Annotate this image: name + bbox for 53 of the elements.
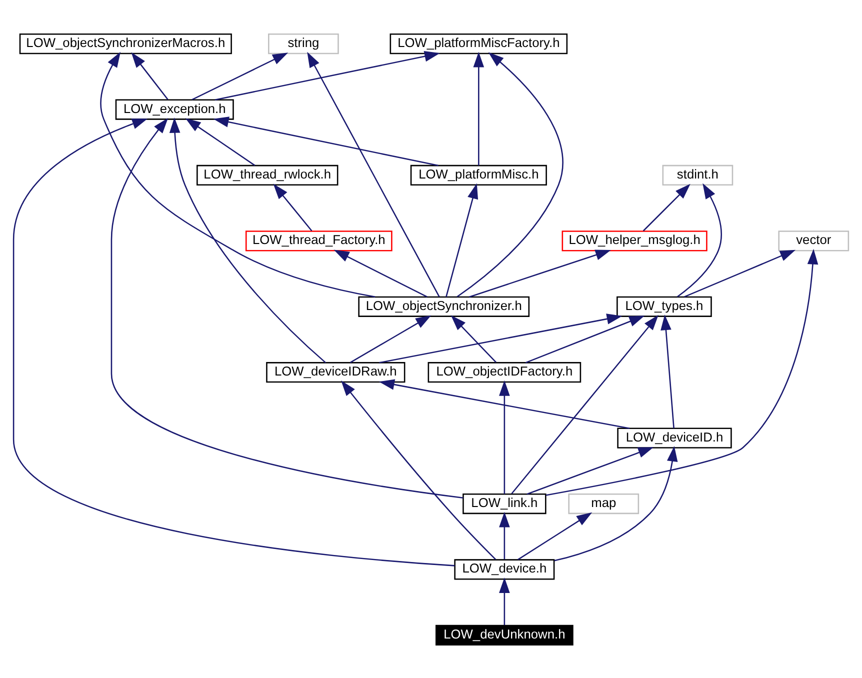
node-box: LOW_platformMiscFactory.h	[390, 33, 568, 54]
arrow	[350, 314, 432, 363]
arrow	[525, 315, 645, 363]
arrow	[131, 52, 168, 100]
node-box: LOW_platformMisc.h	[410, 164, 547, 186]
arrow	[100, 51, 376, 298]
node-box: string	[268, 33, 339, 54]
arrow	[169, 116, 326, 363]
arrow	[185, 118, 256, 166]
arrow	[499, 511, 510, 559]
node-box: LOW_devUnknown.h	[436, 624, 574, 645]
arrow	[378, 378, 630, 429]
node-box: LOW_types.h	[616, 296, 712, 316]
arrow	[110, 117, 464, 498]
node-box: LOW_link.h	[462, 492, 546, 514]
node-box: LOW_thread_Factory.h	[245, 230, 392, 251]
arrow	[341, 380, 496, 560]
arrow	[660, 314, 674, 428]
arrow	[677, 182, 722, 297]
node-box: map	[568, 492, 640, 514]
arrow	[192, 52, 288, 100]
node-box: LOW_device.h	[454, 558, 555, 580]
node-box: LOW_objectSynchronizerMacros.h	[19, 33, 232, 54]
node-box: stdint.h	[662, 164, 734, 186]
arrow	[684, 249, 796, 297]
arrow	[307, 51, 440, 296]
arrow	[469, 249, 611, 298]
arrow	[554, 445, 678, 561]
node-box: LOW_deviceIDRaw.h	[266, 362, 406, 382]
arrow	[526, 446, 654, 494]
arrow	[12, 118, 455, 566]
arrow	[446, 182, 478, 297]
node-box: LOW_thread_rwlock.h	[196, 164, 338, 186]
arrow	[499, 380, 510, 494]
arrow	[473, 51, 484, 165]
node-box: LOW_deviceID.h	[617, 427, 732, 448]
arrow	[546, 248, 818, 496]
arrow	[214, 50, 440, 100]
arrow	[334, 249, 428, 297]
arrow	[379, 313, 622, 363]
node-box: vector	[778, 230, 850, 251]
arrow	[456, 52, 564, 297]
arrow	[517, 512, 592, 560]
node-box: LOW_objectSynchronizer.h	[358, 296, 530, 316]
node-box: LOW_exception.h	[115, 98, 234, 120]
node-box: LOW_objectIDFactory.h	[428, 362, 582, 382]
arrow	[450, 314, 496, 362]
arrow	[642, 183, 690, 231]
arrow	[499, 577, 510, 625]
node-box: LOW_helper_msglog.h	[562, 230, 708, 251]
arrow	[511, 314, 658, 494]
arrow	[273, 183, 312, 231]
arrow	[213, 116, 438, 166]
